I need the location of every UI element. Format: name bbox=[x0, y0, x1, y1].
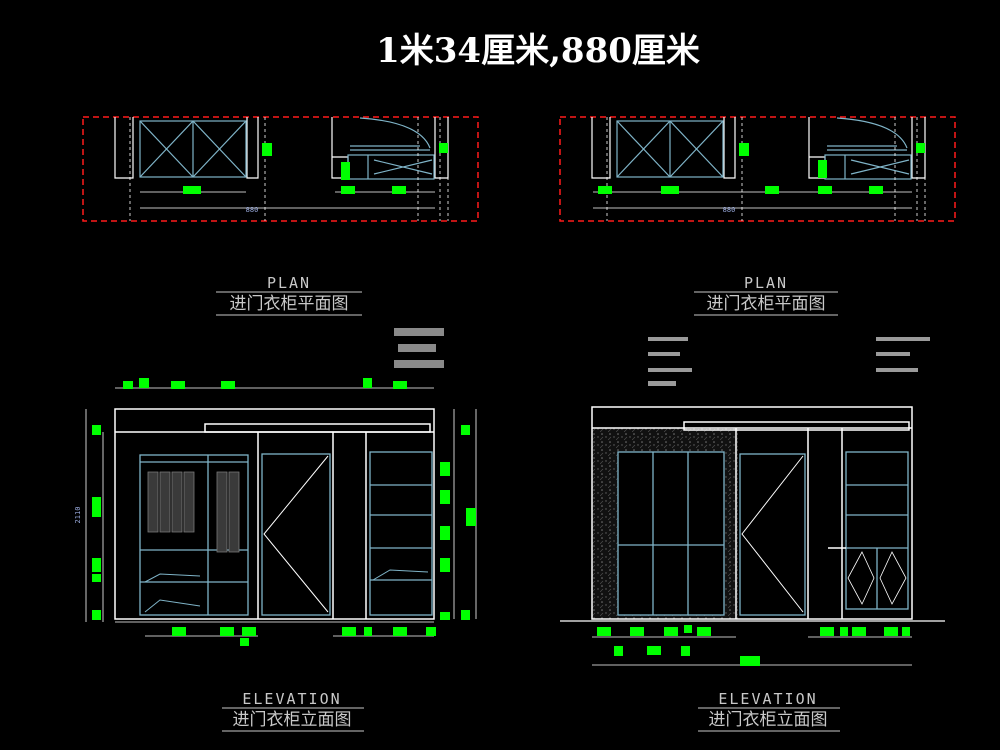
plan-dimension-text: 880 bbox=[246, 206, 259, 214]
elevation-left-label-cn: 进门衣柜立面图 bbox=[233, 710, 352, 730]
plan-frame-red bbox=[82, 116, 479, 222]
plan-dimension-text: 880 bbox=[723, 206, 736, 214]
drawing-title: 1米34厘米,880厘米 bbox=[376, 31, 700, 71]
elevation-view-left: 2110 bbox=[74, 328, 477, 646]
plan-right-label-cn: 进门衣柜平面图 bbox=[707, 294, 826, 314]
plan-frame-red bbox=[559, 116, 956, 222]
legend-bars bbox=[394, 328, 444, 368]
elevation-view-right bbox=[560, 337, 945, 666]
elevation-right-label-cn: 进门衣柜立面图 bbox=[709, 710, 828, 730]
plan-view-left: 880 bbox=[82, 116, 479, 222]
plan-right-label-en: PLAN bbox=[744, 274, 788, 292]
elevation-left-label-en: ELEVATION bbox=[242, 690, 341, 708]
plan-left-label-en: PLAN bbox=[267, 274, 311, 292]
annotation-notes bbox=[648, 337, 930, 386]
plan-left-label-cn: 进门衣柜平面图 bbox=[230, 294, 349, 314]
elevation-dimension-text: 2110 bbox=[74, 507, 82, 524]
elevation-right-label-en: ELEVATION bbox=[718, 690, 817, 708]
plan-view-right: 880 bbox=[559, 116, 956, 222]
